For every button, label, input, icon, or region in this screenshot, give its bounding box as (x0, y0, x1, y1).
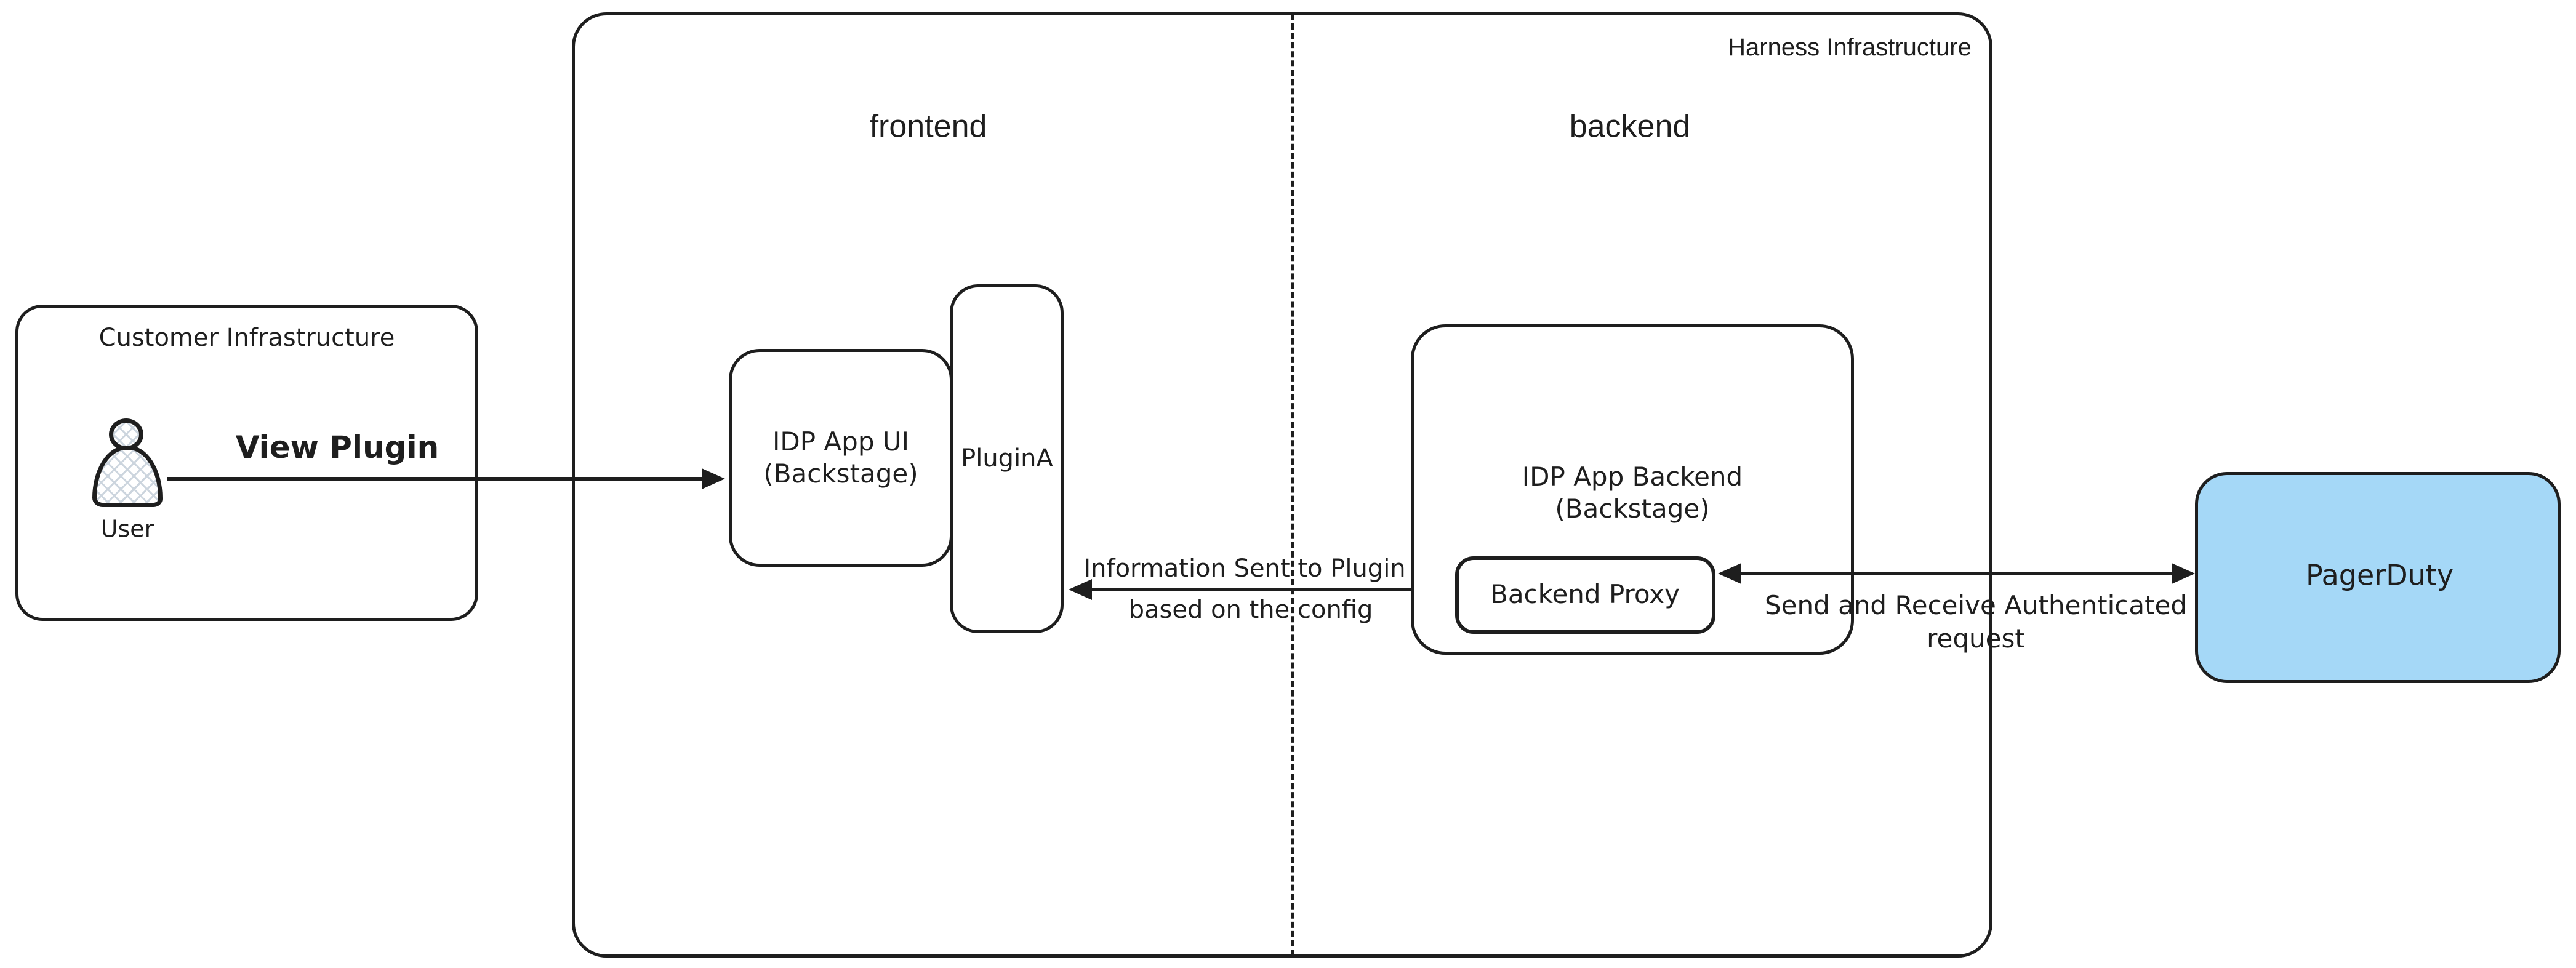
idp-app-backend-box (1411, 324, 1854, 655)
pagerduty-label: PagerDuty (2305, 558, 2454, 592)
view-plugin-arrowhead-icon (702, 468, 725, 489)
backend-proxy-label: Backend Proxy (1490, 578, 1680, 609)
idp-app-ui-box (729, 349, 953, 567)
send-receive-arrowhead-left-icon (1718, 563, 1741, 584)
customer-infrastructure-box (15, 305, 478, 621)
harness-infrastructure-box (572, 12, 1992, 958)
info-sent-arrow-label-line2: based on the config (1128, 596, 1373, 624)
idp-app-ui-label-line2: (Backstage) (763, 458, 918, 489)
send-receive-arrowhead-right-icon (2172, 563, 2195, 584)
customer-infrastructure-title: Customer Infrastructure (98, 324, 395, 352)
backend-section-label: backend (1569, 108, 1691, 145)
idp-app-ui-label: IDP App UI (Backstage) (763, 426, 918, 490)
user-head-icon (109, 418, 143, 450)
frontend-section-label: frontend (869, 108, 987, 145)
plugin-a-box (950, 284, 1064, 633)
pagerduty-box (2195, 472, 2561, 683)
frontend-backend-divider (1291, 14, 1294, 956)
backend-proxy-box (1455, 556, 1715, 634)
send-receive-arrow-label-line2: request (1927, 623, 2025, 654)
info-sent-arrowhead-icon (1069, 579, 1092, 600)
send-receive-arrow-label-line1: Send and Receive Authenticated (1764, 590, 2188, 620)
info-sent-arrow-line (1088, 588, 1411, 591)
user-label: User (100, 515, 154, 543)
user-body-icon (92, 446, 163, 507)
info-sent-arrow-label-line1: Information Sent to Plugin (1083, 554, 1406, 583)
idp-app-backend-label-line1: IDP App Backend (1522, 462, 1743, 492)
send-receive-arrow-line (1733, 572, 2178, 575)
plugin-a-label: PluginA (961, 444, 1053, 473)
idp-app-ui-label-line1: IDP App UI (772, 426, 909, 457)
harness-infrastructure-title: Harness Infrastructure (1728, 34, 1972, 61)
idp-app-backend-label-line2: (Backstage) (1555, 494, 1710, 524)
view-plugin-arrow-line (167, 477, 704, 481)
view-plugin-arrow-label: View Plugin (235, 429, 439, 465)
idp-app-backend-label: IDP App Backend (Backstage) (1522, 461, 1743, 525)
